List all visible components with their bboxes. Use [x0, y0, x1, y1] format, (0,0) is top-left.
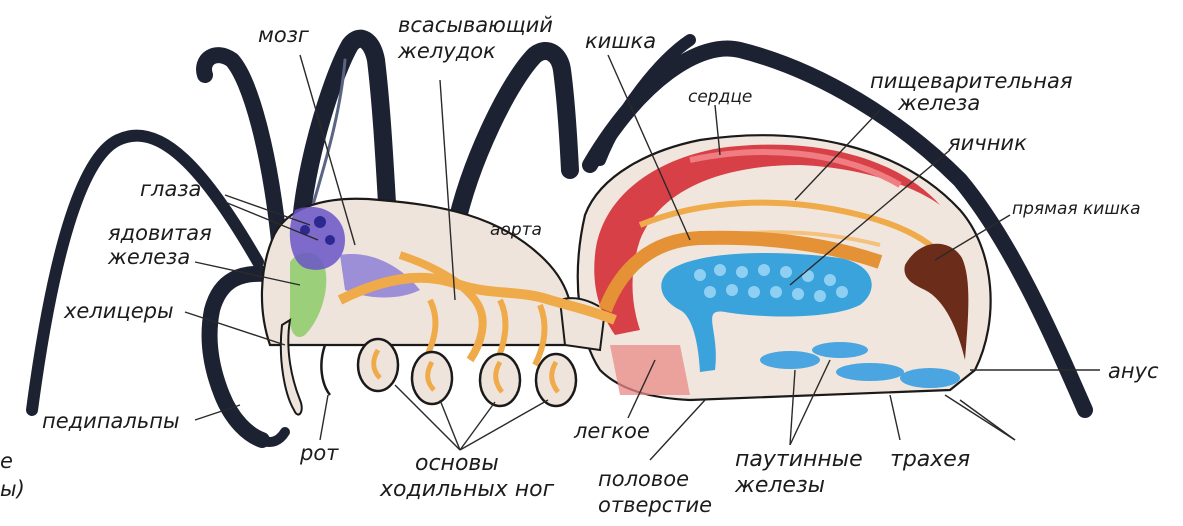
label-genital-opening-2: отверстие — [598, 493, 712, 517]
label-brain: мозг — [258, 23, 310, 47]
label-silk-glands-1: паутинные — [735, 447, 863, 472]
label-cut-edge-2: ы) — [0, 477, 25, 501]
leader-genital — [650, 400, 705, 460]
label-stomach-2: желудок — [397, 39, 496, 63]
label-rectum: прямая кишка — [1012, 199, 1141, 219]
leg-base-arteries — [374, 350, 558, 392]
label-venom-gland-1: ядовитая — [108, 221, 212, 245]
label-leg-bases-2: ходильных ног — [379, 477, 555, 502]
leg-1-femur — [204, 55, 280, 250]
label-digestive-gland-1: пищеварительная — [870, 69, 1072, 93]
leader-legbase-2 — [440, 400, 460, 450]
label-heart: сердце — [688, 87, 752, 107]
label-genital-opening-1: половое — [598, 467, 689, 491]
leg-3 — [455, 51, 570, 230]
label-anus: анус — [1108, 359, 1159, 383]
leader-spinneret-2 — [945, 395, 1015, 440]
label-trachea: трахея — [890, 447, 970, 472]
leg-base-1 — [358, 339, 398, 391]
leg-base-2 — [412, 352, 452, 404]
leader-legbase-3 — [460, 402, 495, 450]
label-mouth: рот — [299, 441, 339, 465]
leg-base-3 — [480, 354, 520, 406]
label-pedipalps: педипальпы — [42, 409, 180, 433]
label-venom-gland-2: железа — [107, 245, 190, 269]
label-ovary: яичник — [948, 131, 1027, 155]
leg-base-4 — [536, 354, 576, 406]
label-silk-glands-2: железы — [734, 473, 825, 498]
mouth — [321, 345, 330, 395]
label-cut-edge-1: е — [0, 449, 13, 473]
label-intestine: кишка — [585, 29, 656, 53]
label-stomach-1: всасывающий — [398, 13, 553, 37]
label-eyes: глаза — [140, 177, 201, 201]
label-leg-bases-1: основы — [415, 451, 499, 476]
label-lung: легкое — [573, 419, 650, 443]
label-digestive-gland-2: железа — [897, 91, 980, 115]
leader-trachea — [890, 395, 900, 440]
leader-legbase-4 — [460, 400, 548, 450]
label-aorta: аорта — [490, 220, 542, 240]
label-chelicerae: хелицеры — [63, 299, 174, 323]
leader-mouth — [320, 395, 328, 440]
